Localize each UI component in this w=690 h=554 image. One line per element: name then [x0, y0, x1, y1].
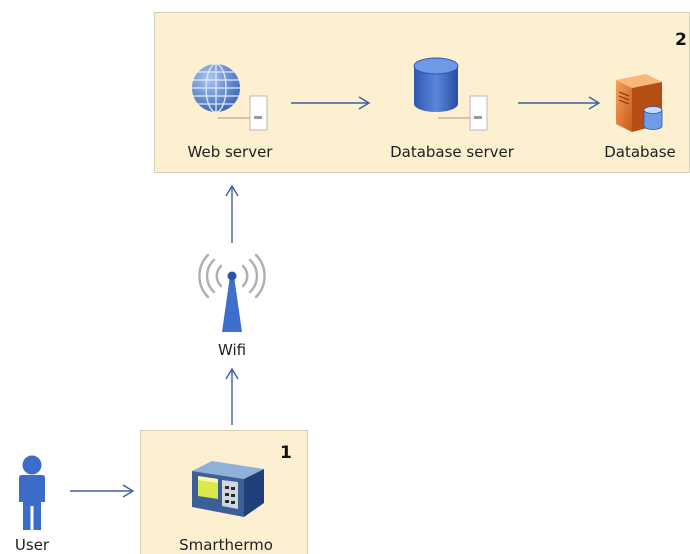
- wifi-antenna-icon: [198, 253, 266, 332]
- user-icon: [19, 455, 45, 530]
- wifi-label: Wifi: [217, 341, 247, 359]
- database-server-icon: [413, 57, 488, 131]
- smarthermo-label: Smarthermo: [179, 536, 273, 554]
- thermostat-device-icon: [192, 461, 264, 517]
- device-zone-number: 1: [280, 443, 292, 463]
- database-label: Database: [604, 143, 676, 161]
- globe-server-icon: [192, 63, 268, 131]
- database-server-label: Database server: [390, 143, 514, 161]
- database-tower-icon: [616, 74, 663, 132]
- web-server-label: Web server: [187, 143, 273, 161]
- user-label: User: [14, 536, 50, 554]
- server-zone-number: 2: [675, 30, 687, 50]
